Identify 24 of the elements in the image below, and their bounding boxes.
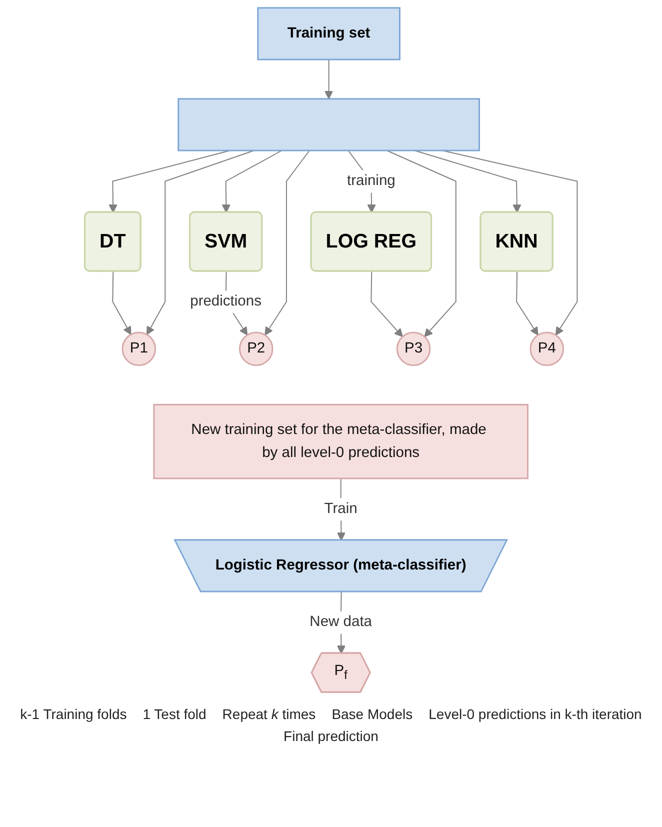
node-circle: P2 [238, 332, 274, 366]
node-circle: P1 [122, 332, 156, 366]
arrow [324, 59, 334, 100]
annotation-label: 1 Test fold [142, 706, 206, 722]
arrow [222, 150, 282, 213]
node-circle: P3 [396, 332, 431, 366]
edge-label: training [346, 172, 396, 189]
arrow [264, 150, 310, 336]
arrow [112, 271, 132, 335]
node-box: New training set for the meta-classifier, made by all level-0 predictions [153, 404, 528, 480]
edge-label: New data [310, 613, 372, 630]
annotation-label: Repeat k times [222, 706, 316, 722]
node-bar [178, 98, 480, 152]
node-circle: P4 [530, 332, 564, 366]
node-box: Training set [257, 7, 400, 60]
annotation-label: Level-0 predictions in k-th iteration [428, 706, 642, 722]
annotation-label: Final prediction [284, 728, 378, 744]
edge-label: Train [324, 500, 358, 517]
edge-label: predictions [190, 292, 262, 310]
arrow [386, 150, 456, 338]
annotation-label: k-1 Training folds [20, 706, 127, 722]
arrow [516, 271, 538, 336]
annotation-label: Base Models [332, 706, 413, 722]
arrow [370, 271, 403, 338]
